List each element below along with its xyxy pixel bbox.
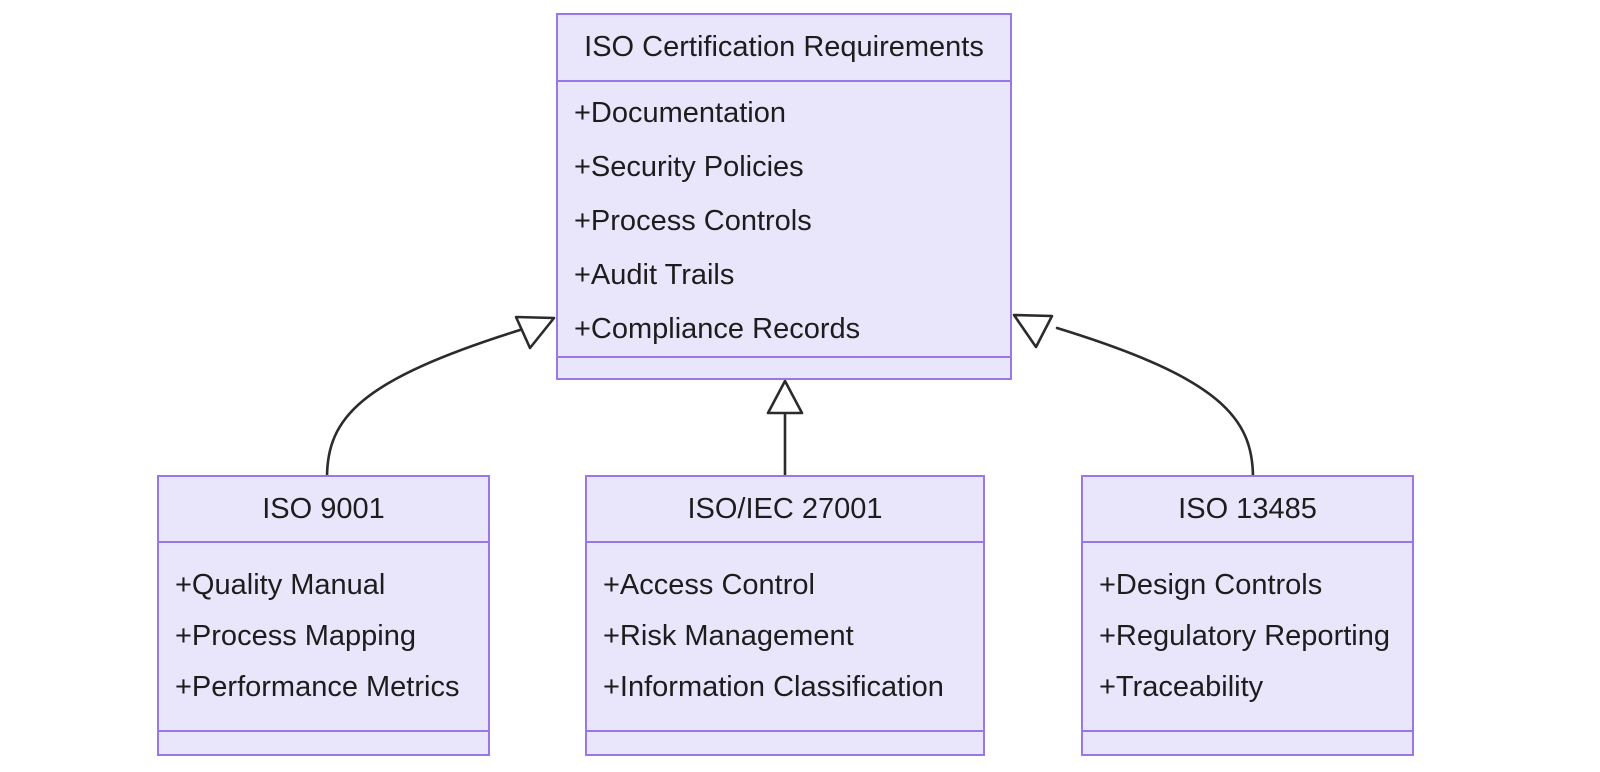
attribute-row: +Compliance Records [574,312,861,345]
attribute-row: +Quality Manual [175,569,386,601]
hollow-triangle-arrowhead [766,379,804,415]
attribute-row: +Documentation [574,96,786,129]
class-methods-iso13485 [1083,732,1412,754]
class-title-iso13485: ISO 13485 [1083,477,1412,543]
hollow-triangle-arrowhead [1012,313,1054,349]
attribute-row: +Process Controls [574,204,812,237]
class-methods-iso27001 [587,732,983,754]
class-attributes-iso13485: +Design Controls +Regulatory Reporting +… [1083,543,1412,732]
generalization-edge-iso13485 [1012,313,1255,480]
class-attributes-iso27001: +Access Control +Risk Management +Inform… [587,543,983,732]
attribute-row: +Audit Trails [574,258,735,291]
class-title-iso9001: ISO 9001 [159,477,488,543]
class-box-iso-13485[interactable]: ISO 13485 +Design Controls +Regulatory R… [1081,475,1414,756]
attribute-row: +Traceability [1099,671,1264,703]
generalization-edge-iso27001 [766,379,804,480]
class-box-iso-certification-requirements[interactable]: ISO Certification Requirements +Document… [556,13,1012,380]
class-methods-parent [558,358,1010,378]
class-title-iso27001: ISO/IEC 27001 [587,477,983,543]
class-attributes-parent: +Documentation +Security Policies +Proce… [558,82,1010,358]
class-title-parent: ISO Certification Requirements [558,15,1010,82]
attribute-row: +Performance Metrics [175,671,460,703]
attribute-row: +Regulatory Reporting [1099,620,1390,652]
class-box-iso-9001[interactable]: ISO 9001 +Quality Manual +Process Mappin… [157,475,490,756]
generalization-edge-iso9001 [325,315,556,480]
class-attributes-iso9001: +Quality Manual +Process Mapping +Perfor… [159,543,488,732]
hollow-triangle-arrowhead [514,315,556,350]
attribute-row: +Process Mapping [175,620,416,652]
class-methods-iso9001 [159,732,488,754]
attribute-row: +Risk Management [603,620,854,652]
class-box-iso-iec-27001[interactable]: ISO/IEC 27001 +Access Control +Risk Mana… [585,475,985,756]
attribute-row: +Security Policies [574,150,804,183]
attribute-row: +Access Control [603,569,815,601]
attribute-row: +Design Controls [1099,569,1323,601]
attribute-row: +Information Classification [603,671,944,703]
